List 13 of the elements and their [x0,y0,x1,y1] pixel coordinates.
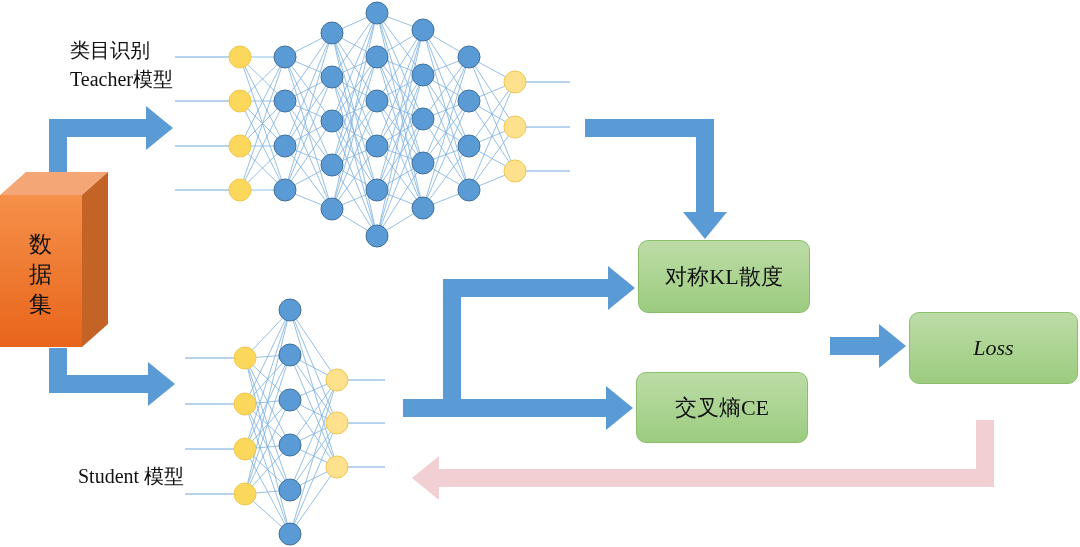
block-label: 数据集 [29,231,53,319]
process-box: 对称KL散度 [638,240,810,313]
process-box: 交叉熵CE [636,372,808,443]
block-arrow [49,106,173,172]
network-label: Student 模型 [78,464,186,489]
block-arrow [412,420,994,500]
block-arrow [49,348,175,406]
block-arrow [830,324,906,368]
block-arrow [585,119,727,239]
neural-network-drawing [185,298,387,547]
network-label: 类目识别 Teacher模型 [70,38,174,92]
process-box: Loss [909,312,1078,384]
neural-network-drawing [175,0,573,250]
